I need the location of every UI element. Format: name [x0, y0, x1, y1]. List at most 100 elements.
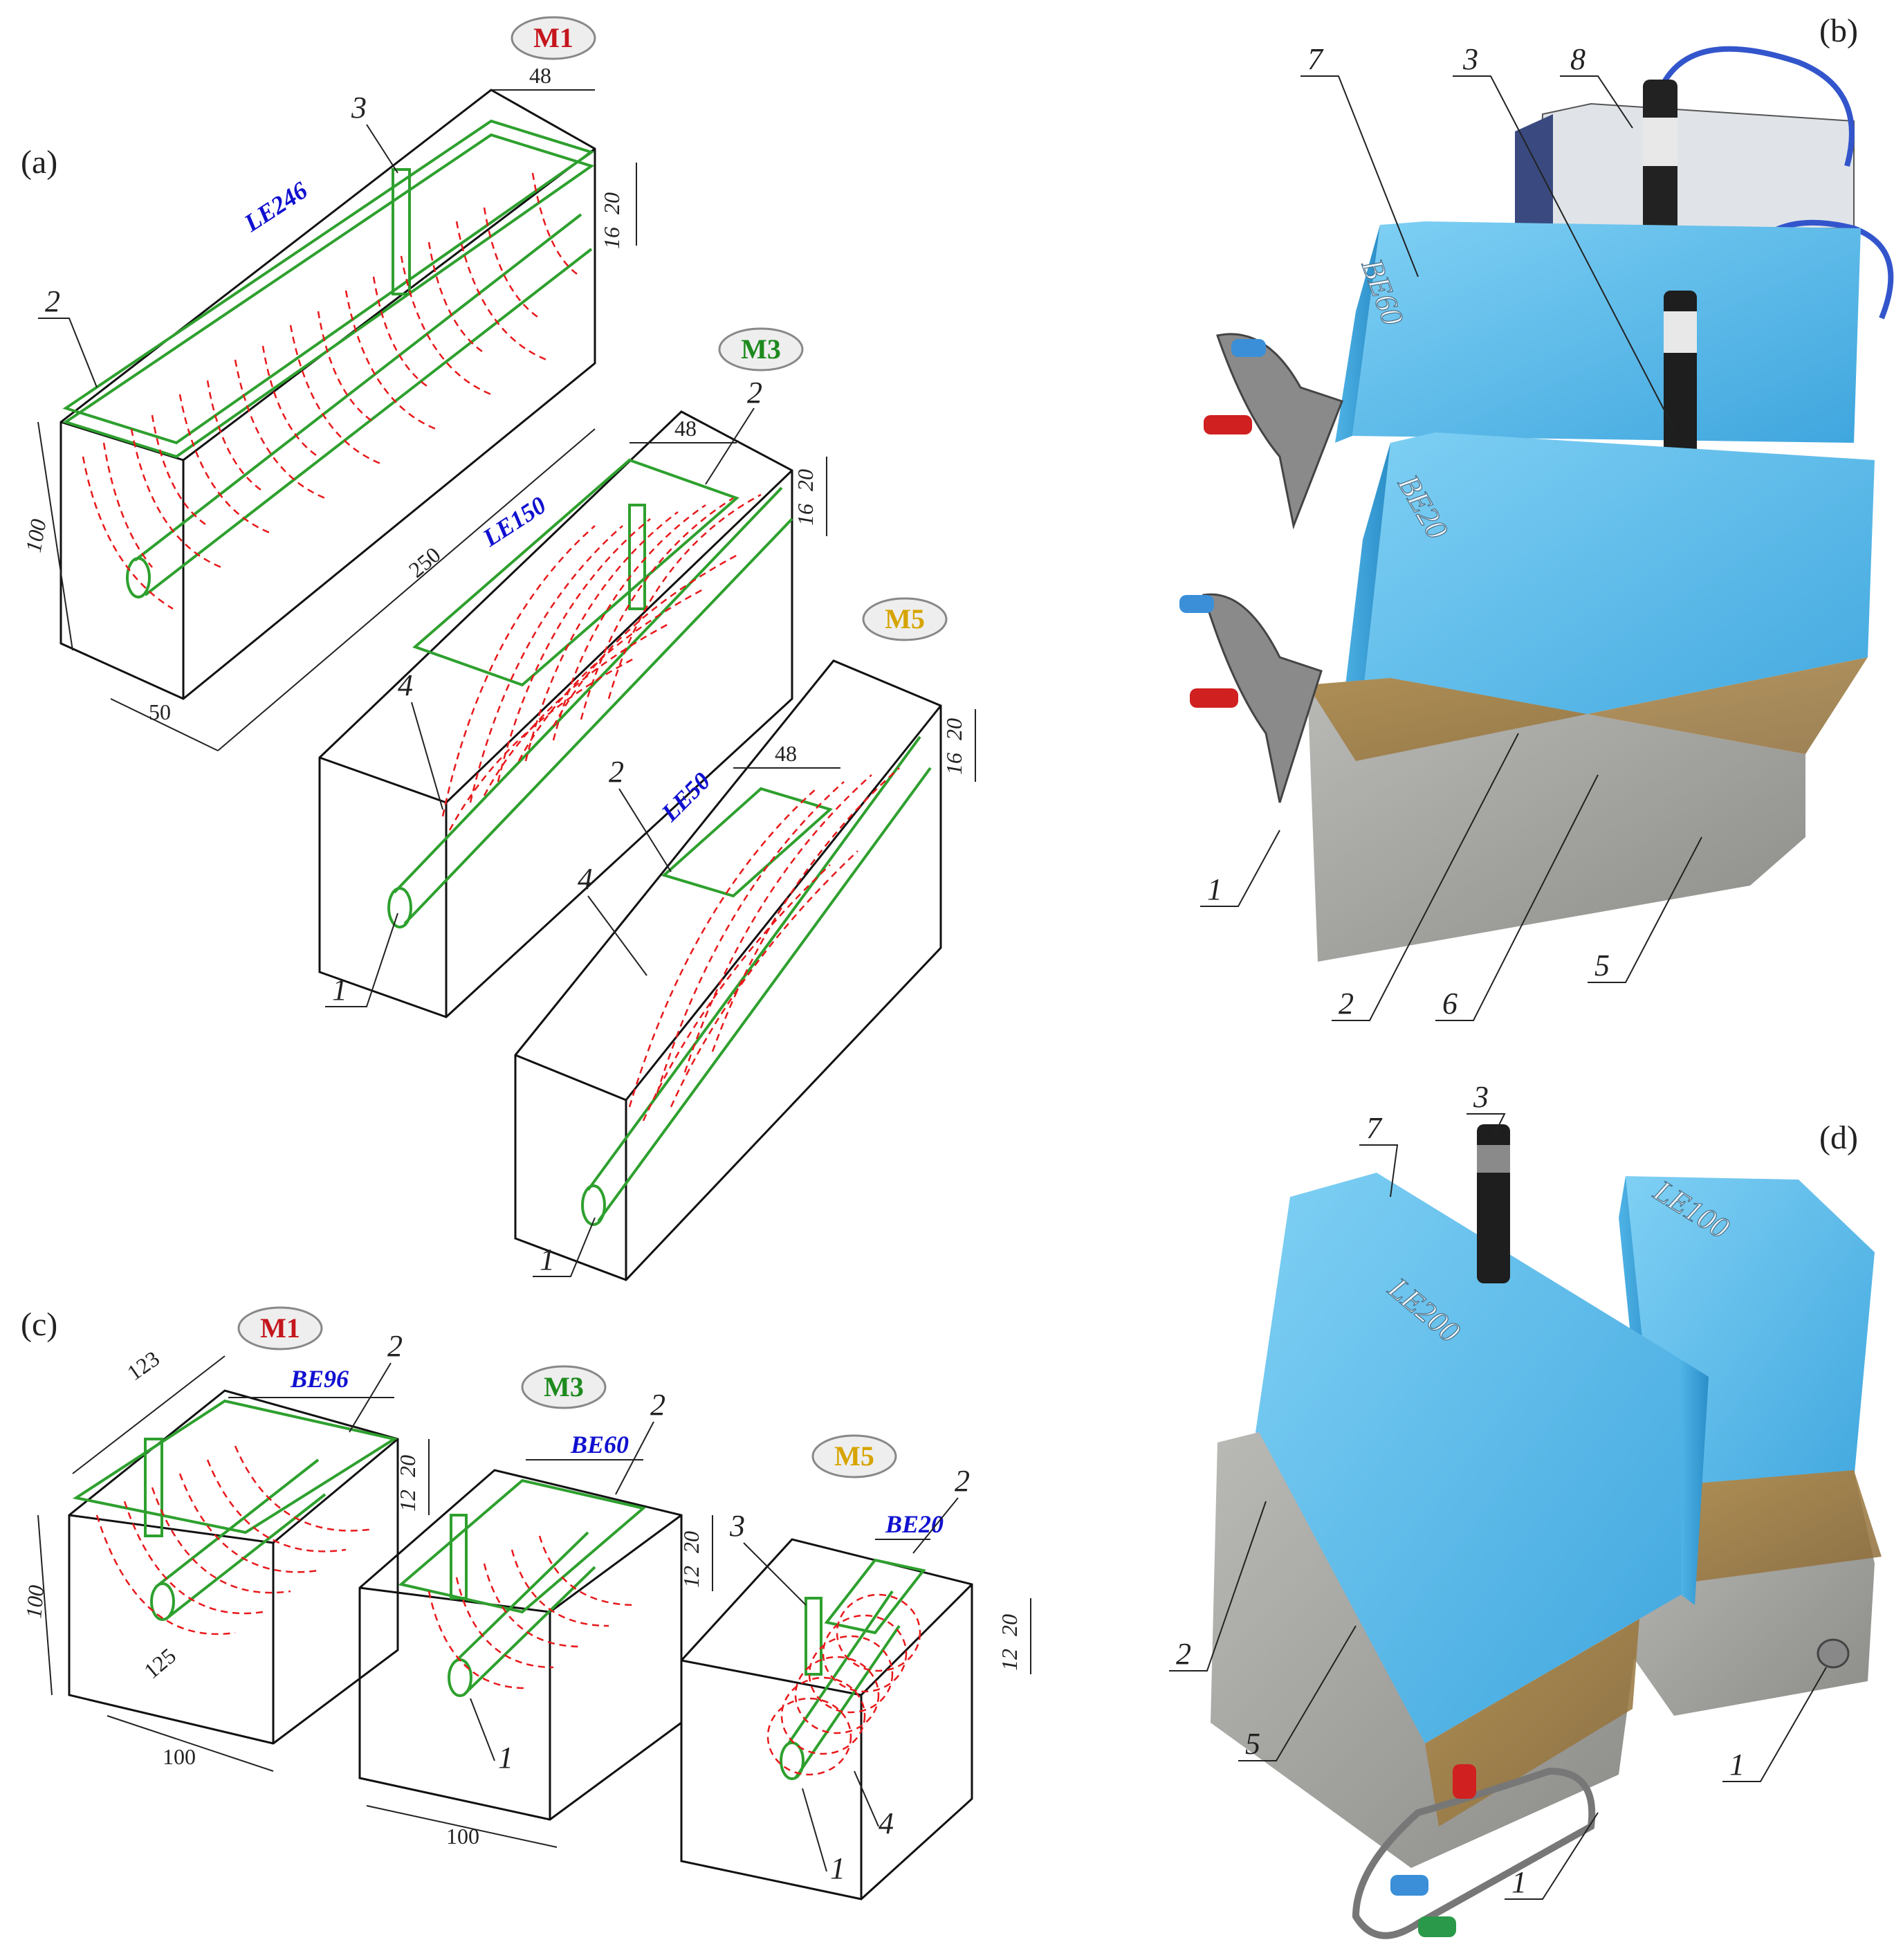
c-m1-tube: [158, 1458, 320, 1586]
c-dim-125: 125: [139, 1643, 181, 1683]
photo-d: [1211, 1124, 1882, 1939]
m1-dim-16: 16: [599, 227, 624, 249]
m3-dim-48: 48: [674, 416, 697, 441]
c-m5-box-edge: [860, 1583, 973, 1696]
c-dim-12-m1: 12: [395, 1490, 420, 1512]
m1-box-outline: [59, 89, 596, 700]
c-m1-box-edge: [68, 1514, 274, 1544]
rust-layer: [1307, 657, 1868, 761]
panel-b: (b): [1179, 12, 1894, 1021]
c-m5-box: [680, 1538, 973, 1901]
c-dim-100-m3-line: [366, 1805, 558, 1848]
callout: 8: [1570, 42, 1585, 76]
m3-box-edge: [319, 756, 447, 804]
m1-dim-50-line: [110, 698, 219, 751]
callout-line: [1588, 836, 1702, 983]
c-m3-box: [358, 1469, 683, 1821]
m1-badge: [511, 16, 596, 60]
callout: 4: [398, 668, 413, 702]
c-m1-box: [68, 1389, 399, 1745]
c-m1-tube: [165, 1493, 327, 1620]
callout-line: [1435, 774, 1599, 1021]
callout: 5: [1594, 949, 1610, 982]
model-a-m5: [514, 659, 942, 1281]
m5-dim-20: 20: [941, 718, 966, 740]
m1-badge-label: M1: [533, 22, 573, 53]
m1-probe: [392, 168, 411, 295]
c-m1-badge: [237, 1306, 323, 1350]
c-dim-20-m3: 20: [679, 1531, 704, 1553]
callout: 2: [609, 755, 624, 789]
callout-line: [802, 1788, 827, 1872]
callout: 6: [1442, 987, 1458, 1020]
c-be-m1: BE96: [290, 1365, 349, 1393]
c-m3-box-edge: [549, 1514, 682, 1613]
m1-slab-bottom: [62, 133, 595, 459]
callout-line: [912, 1497, 959, 1554]
callout-line: [615, 1421, 654, 1495]
m5-box-edge: [515, 1054, 627, 1101]
callout: 1: [332, 973, 347, 1007]
m5-badge: [862, 597, 948, 641]
m3-slab: [412, 458, 739, 687]
m3-badge: [718, 327, 804, 372]
c-m3-tube: [455, 1531, 589, 1662]
m5-box-outline: [514, 659, 942, 1281]
c-m3-badge: [521, 1365, 607, 1409]
panel-a-label: (a): [21, 144, 57, 181]
callout-line: [470, 1698, 495, 1761]
callout-line: [1453, 75, 1675, 430]
panel-b-label: (b): [1819, 12, 1858, 49]
c-m3-box-edge: [359, 1586, 551, 1613]
callout: 3: [729, 1509, 745, 1543]
callout: 7: [1307, 42, 1324, 76]
m5-tube-end: [581, 1184, 606, 1226]
m5-tube-top: [587, 735, 921, 1191]
callout: 1: [830, 1851, 845, 1885]
rust-back: [1646, 1470, 1882, 1584]
c-be-m5: BE20: [885, 1510, 944, 1538]
callout: 5: [1245, 1727, 1260, 1761]
model-c-m3: [358, 1469, 683, 1821]
c-m5-box-edge: [681, 1659, 862, 1696]
callout-line: [1505, 1812, 1599, 1900]
callout-line: [1169, 1501, 1267, 1672]
panel-c: (c) 123 100 125 100 BE96 M1 20 12: [21, 1306, 1031, 1901]
clip-blue-d: [1390, 1875, 1428, 1896]
callout: 1: [1511, 1865, 1527, 1899]
c-dim-100-m1-line: [107, 1715, 274, 1772]
m3-field-lines: [441, 493, 762, 817]
m1-dim-250-line: [217, 428, 596, 751]
callout: 2: [1176, 1637, 1191, 1671]
callout-line: [1467, 1113, 1506, 1135]
m1-tube-end: [126, 557, 151, 598]
callout-line: [1722, 1667, 1827, 1782]
m3-probe: [628, 504, 646, 610]
clip-red: [1190, 688, 1238, 708]
callout: 4: [578, 862, 593, 896]
alligator-clip-d: [1352, 1767, 1596, 1939]
foam-slab-front: [1356, 432, 1875, 761]
clip-red: [1204, 415, 1252, 434]
c-dim-100-v: 100: [21, 1584, 48, 1620]
m1-field-lines-2: [82, 221, 547, 610]
callout: 2: [387, 1329, 403, 1363]
c-m5-tube: [794, 1624, 901, 1779]
panel-a-callouts: 3 2 2 4 1 2 4 1: [38, 91, 762, 1277]
c-m1-box-edge: [273, 1438, 398, 1544]
callout-line: [1332, 733, 1519, 1021]
callout-line: [587, 895, 647, 976]
foam-block-front: [1256, 1173, 1681, 1743]
m5-field-lines: [628, 767, 900, 1121]
callout-line: [533, 1217, 596, 1277]
c-m3-tube: [462, 1566, 596, 1696]
m1-tube-top: [134, 213, 582, 562]
m5-dim-48: 48: [775, 741, 797, 766]
c-be-m3: BE60: [570, 1431, 629, 1458]
m3-le-label: LE150: [477, 491, 551, 553]
c-m3-field-lines: [428, 1535, 637, 1689]
foam-block-front-side: [1681, 1359, 1709, 1605]
rust-front: [1425, 1619, 1639, 1826]
m1-dim-20: 20: [599, 192, 624, 214]
